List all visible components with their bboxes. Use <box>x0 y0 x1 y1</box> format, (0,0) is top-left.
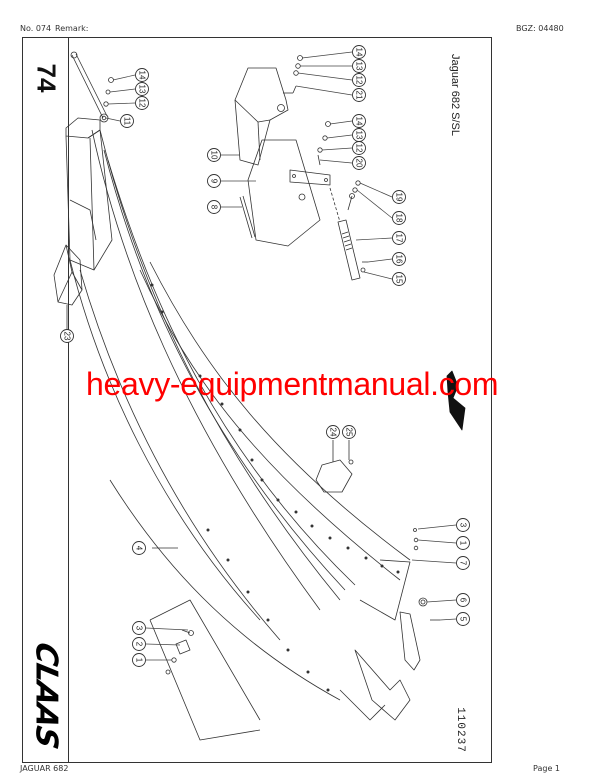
svg-text:3: 3 <box>459 523 468 528</box>
lower-cover-plate <box>247 121 331 247</box>
svg-text:14: 14 <box>355 48 364 57</box>
direction-arrow <box>446 370 466 431</box>
svg-text:4: 4 <box>135 546 144 551</box>
callout-6: 6 <box>456 593 470 607</box>
svg-text:1: 1 <box>135 658 144 663</box>
callout-14: 14 <box>352 45 366 59</box>
callout-18: 18 <box>392 211 406 225</box>
callout-20: 20 <box>352 156 366 170</box>
lower-mount-bracket <box>339 528 440 721</box>
svg-text:20: 20 <box>355 159 364 168</box>
svg-text:5: 5 <box>459 617 468 622</box>
svg-text:13: 13 <box>355 62 364 71</box>
svg-text:16: 16 <box>395 255 404 264</box>
cover-24 <box>315 440 354 493</box>
page-number-label: No. 074 <box>20 24 52 33</box>
callout-12: 12 <box>135 96 149 110</box>
callout-10: 10 <box>207 148 221 162</box>
rivet-holes <box>150 283 400 692</box>
svg-text:9: 9 <box>210 179 219 184</box>
svg-text:2: 2 <box>135 642 144 647</box>
svg-text:14: 14 <box>355 117 364 126</box>
svg-text:17: 17 <box>395 234 404 243</box>
callout-23: 23 <box>60 329 74 343</box>
upper-cover-plate <box>234 55 303 166</box>
callout-15: 15 <box>392 272 406 286</box>
callout-8: 8 <box>207 200 221 214</box>
svg-text:18: 18 <box>395 214 404 223</box>
svg-text:15: 15 <box>395 275 404 284</box>
callout-25: 25 <box>342 425 356 439</box>
svg-text:10: 10 <box>210 151 219 160</box>
callout-9: 9 <box>207 174 221 188</box>
footer-model: JAGUAR 682 <box>20 764 69 773</box>
callout-13: 13 <box>352 128 366 142</box>
svg-text:13: 13 <box>138 85 147 94</box>
callout-13: 13 <box>135 82 149 96</box>
footer-page: Page 1 <box>533 764 560 773</box>
svg-text:1: 1 <box>459 541 468 546</box>
callout-5: 5 <box>456 612 470 626</box>
callout-1: 1 <box>132 653 146 667</box>
callout-3: 3 <box>456 518 470 532</box>
svg-text:6: 6 <box>459 598 468 603</box>
remark-label: Remark: <box>55 24 89 33</box>
svg-text:24: 24 <box>329 428 338 437</box>
spring-rod-8 <box>239 195 256 239</box>
callout-16: 16 <box>392 252 406 266</box>
leader-lines <box>105 51 457 661</box>
callout-17: 17 <box>392 231 406 245</box>
top-rod <box>70 51 114 123</box>
spring-assembly <box>329 180 368 281</box>
callout-7: 7 <box>456 556 470 570</box>
svg-text:11: 11 <box>123 117 132 126</box>
svg-text:19: 19 <box>395 193 404 202</box>
watermark-text: heavy-equipmentmanual.com <box>86 366 499 402</box>
callout-13: 13 <box>352 59 366 73</box>
curved-chute-4 <box>69 129 411 741</box>
callout-19: 19 <box>392 190 406 204</box>
svg-text:23: 23 <box>63 332 72 341</box>
callout-24: 24 <box>326 425 340 439</box>
callout-12: 12 <box>352 73 366 87</box>
bgz-code: BGZ: 04480 <box>516 24 564 33</box>
callout-1: 1 <box>456 536 470 550</box>
svg-text:7: 7 <box>459 561 468 566</box>
svg-text:21: 21 <box>355 91 364 100</box>
svg-text:13: 13 <box>355 131 364 140</box>
callout-11: 11 <box>120 114 134 128</box>
callout-group: 1112131414131221141312201098191817161523… <box>60 45 470 667</box>
callout-4: 4 <box>132 541 146 555</box>
svg-text:25: 25 <box>345 428 354 437</box>
callout-3: 3 <box>132 621 146 635</box>
callout-14: 14 <box>352 114 366 128</box>
title-block-column <box>22 37 69 763</box>
callout-2: 2 <box>132 637 146 651</box>
drawing-frame <box>22 37 492 763</box>
frame-beam <box>65 117 113 271</box>
callout-12: 12 <box>352 141 366 155</box>
callout-14: 14 <box>135 68 149 82</box>
svg-text:8: 8 <box>210 205 219 210</box>
svg-text:3: 3 <box>135 626 144 631</box>
svg-text:12: 12 <box>355 144 364 153</box>
bracket-23 <box>53 244 83 330</box>
svg-text:12: 12 <box>138 99 147 108</box>
callout-21: 21 <box>352 88 366 102</box>
svg-text:14: 14 <box>138 71 147 80</box>
hardware-1-2-3 <box>165 629 194 675</box>
svg-text:12: 12 <box>355 76 364 85</box>
